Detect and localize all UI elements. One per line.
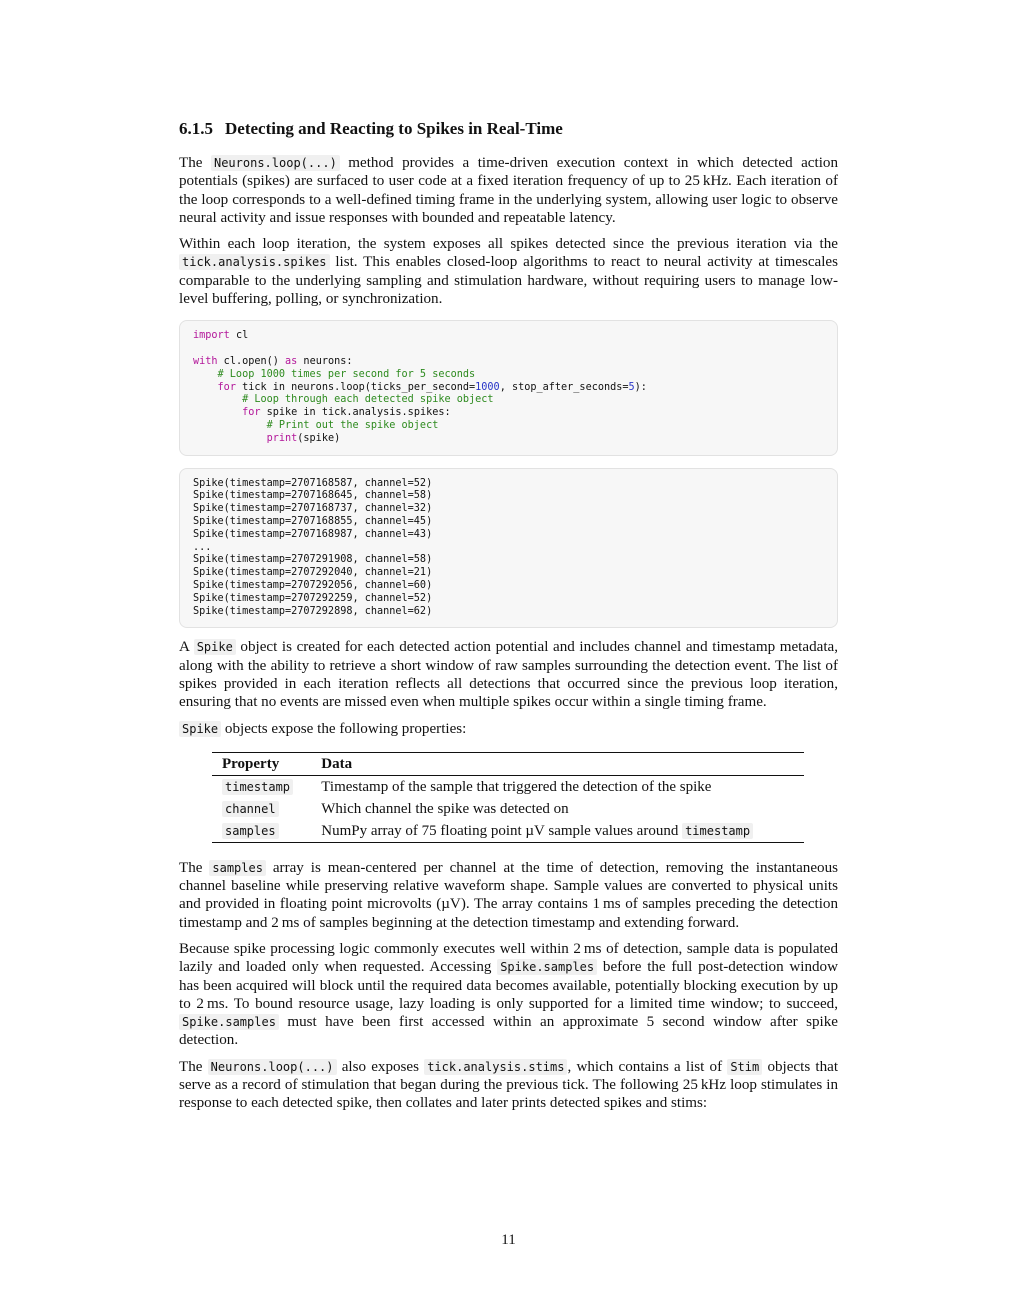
section-heading: 6.1.5 Detecting and Reacting to Spikes in…: [179, 118, 838, 140]
inline-code: Spike: [179, 720, 222, 737]
inline-code: tick.analysis.stims: [424, 1058, 568, 1075]
property-description: NumPy array of 75 floating point µV samp…: [311, 819, 804, 843]
paragraph-spikes-list: Within each loop iteration, the system e…: [179, 236, 838, 308]
property-name: timestamp: [222, 778, 294, 795]
section-title: Detecting and Reacting to Spikes in Real…: [225, 119, 563, 138]
paragraph-stims: The Neurons.loop(...) also exposes tick.…: [179, 1058, 839, 1112]
properties-table: Property Data timestamp Timestamp of the…: [212, 751, 804, 843]
paragraph-lazy-loading: Because spike processing logic commonly …: [179, 940, 839, 1049]
table-row: samples NumPy array of 75 floating point…: [212, 819, 804, 843]
paragraph-spike-object: A Spike object is created for each detec…: [179, 639, 838, 711]
paragraph-loop-intro: The Neurons.loop(...) method provides a …: [179, 155, 838, 226]
table-row: channel Which channel the spike was dete…: [212, 798, 804, 820]
paragraph-properties-intro: Spike objects expose the following prope…: [179, 720, 838, 738]
property-description: Which channel the spike was detected on: [321, 800, 569, 817]
property-name: channel: [222, 800, 279, 817]
property-description: Timestamp of the sample that triggered t…: [321, 778, 712, 795]
section-number: 6.1.5: [179, 119, 213, 138]
page-number: 11: [501, 1232, 516, 1248]
table-header: Property: [212, 751, 312, 776]
table-header-row: Property Data: [212, 751, 804, 776]
paragraph-samples-array: The samples array is mean-centered per c…: [179, 859, 838, 931]
table-header: Data: [311, 751, 804, 776]
inline-code: Neurons.loop(...): [207, 1058, 337, 1075]
inline-code: Spike.samples: [179, 1014, 279, 1031]
inline-code: Stim: [727, 1058, 763, 1075]
code-listing: import cl with cl.open() as neurons: # L…: [193, 330, 647, 444]
output-block[interactable]: Spike(timestamp=2707168587, channel=52) …: [179, 467, 838, 629]
inline-code: tick.analysis.spikes: [179, 254, 330, 271]
inline-code: timestamp: [682, 822, 754, 839]
inline-code: Spike.samples: [497, 959, 598, 976]
output-listing: Spike(timestamp=2707168587, channel=52) …: [193, 477, 433, 617]
inline-code: Neurons.loop(...): [210, 155, 340, 171]
inline-code: Spike: [193, 639, 236, 656]
inline-code: samples: [209, 859, 266, 876]
code-block[interactable]: import cl with cl.open() as neurons: # L…: [179, 320, 838, 456]
property-name: samples: [222, 822, 279, 839]
table-row: timestamp Timestamp of the sample that t…: [212, 775, 804, 798]
page-content: 6.1.5 Detecting and Reacting to Spikes in…: [179, 118, 838, 1121]
